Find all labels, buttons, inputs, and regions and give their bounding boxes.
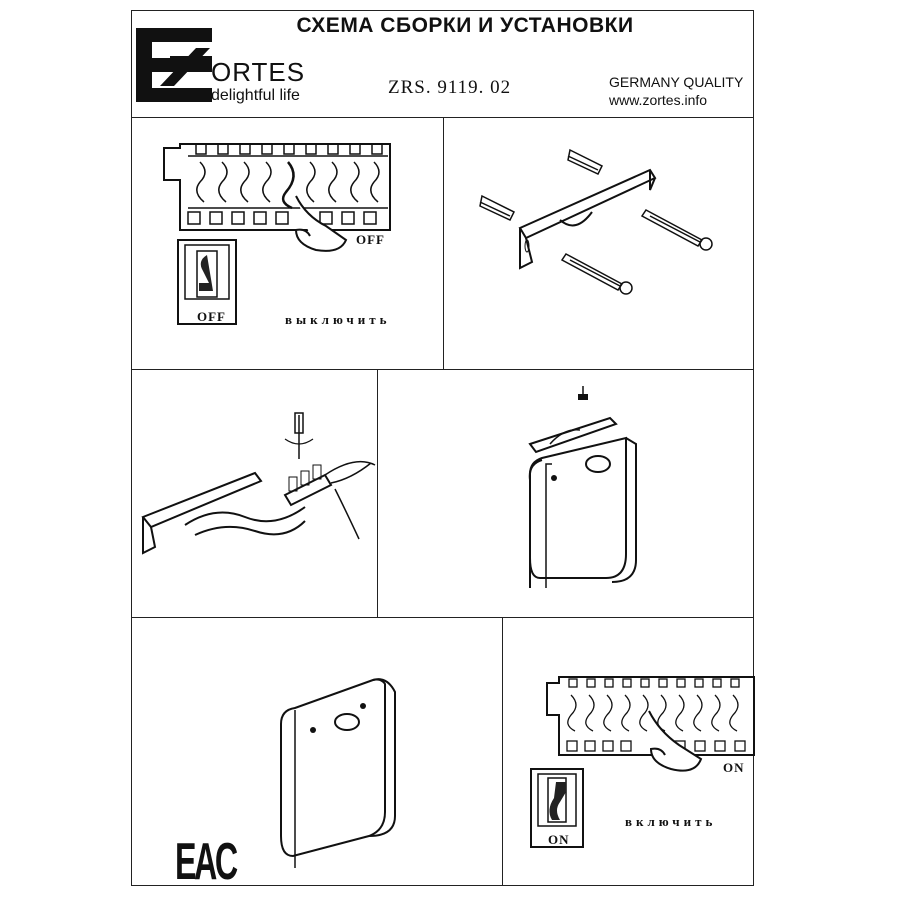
finished-fixture-illustration — [280, 678, 396, 868]
document-frame — [131, 10, 754, 886]
website-text: www.zortes.info — [609, 92, 708, 108]
divider — [443, 117, 444, 369]
switch-off-icon — [177, 239, 237, 325]
switch-on-icon — [530, 768, 584, 848]
brand-tagline: delightful life — [211, 87, 300, 104]
breaker-on-label: ON — [723, 760, 745, 775]
wall-bracket-mounting-illustration — [479, 148, 713, 295]
switch-on-instruction: включить — [625, 814, 717, 829]
divider — [131, 617, 754, 618]
model-number: ZRS. 9119. 02 — [388, 77, 512, 98]
breaker-off-label: OFF — [356, 232, 385, 247]
wiring-connection-illustration — [141, 412, 376, 555]
breaker-panel-on-illustration — [546, 676, 755, 772]
quality-text: GERMANY QUALITY — [609, 74, 744, 90]
switch-on-label: ON — [548, 832, 570, 847]
brand-name: ORTES — [211, 57, 306, 87]
page-title: СХЕМА СБОРКИ И УСТАНОВКИ — [296, 14, 634, 37]
divider — [131, 117, 754, 118]
fixture-attach-illustration — [528, 386, 637, 588]
divider — [377, 369, 378, 617]
divider — [502, 617, 503, 886]
switch-off-label: OFF — [197, 309, 226, 324]
divider — [131, 369, 754, 370]
zortes-logo-icon — [136, 28, 212, 102]
switch-off-instruction: выключить — [285, 312, 391, 327]
breaker-panel-off-illustration — [163, 143, 391, 252]
eac-certification-mark: EAC — [175, 833, 238, 891]
